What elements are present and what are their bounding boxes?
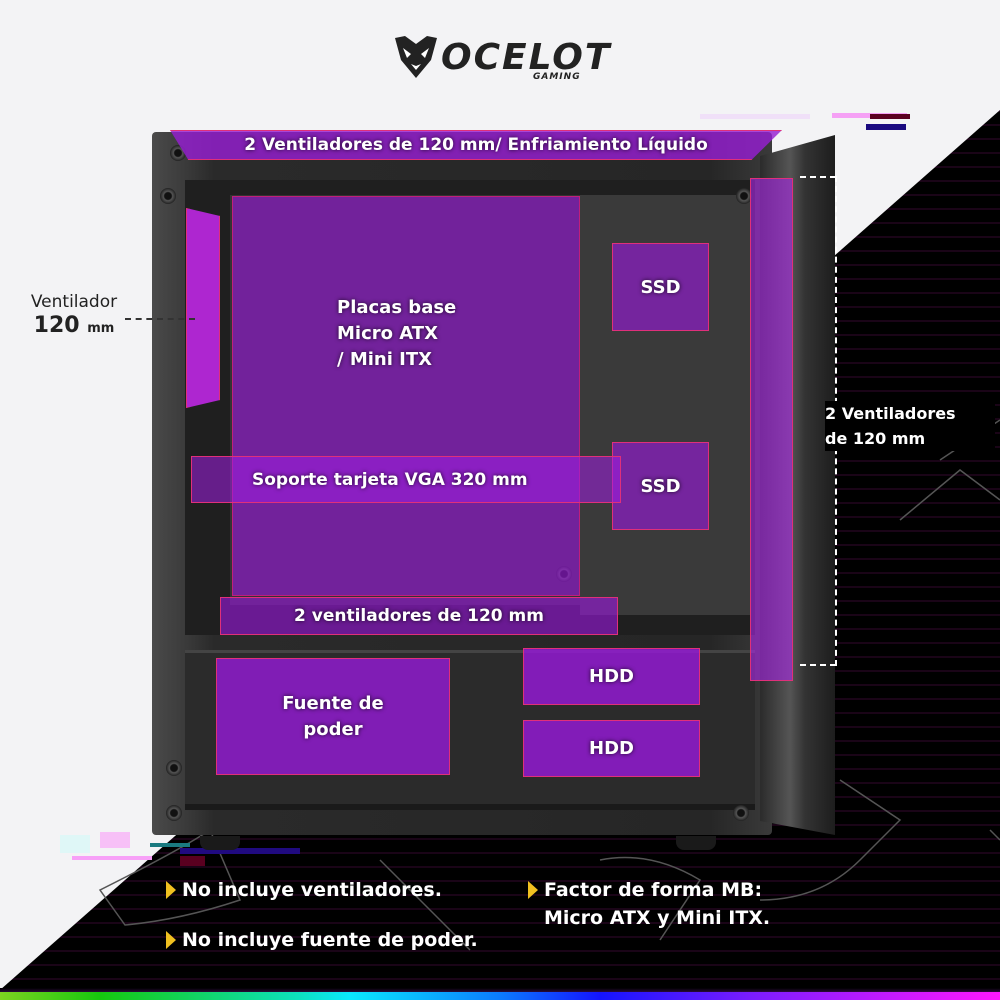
case-foot: [200, 836, 240, 850]
glitch-stripe: [870, 114, 910, 119]
yellow-triangle-bullet-icon: [528, 881, 538, 899]
front-fans-callout: 2 Ventiladores de 120 mm: [825, 401, 995, 451]
glitch-stripe: [180, 856, 205, 866]
motherboard-highlight: Placas base Micro ATX / Mini ITX: [232, 196, 580, 596]
psu-highlight: Fuente de poder: [216, 658, 450, 775]
glitch-stripe: [60, 835, 90, 853]
vga-support-label: Soporte tarjeta VGA 320 mm: [252, 469, 528, 490]
rear-fan-size-unit: mm: [87, 321, 115, 336]
feature-bullet: No incluye fuente de poder.: [166, 926, 478, 954]
hdd-label: HDD: [589, 666, 634, 687]
screw-icon: [166, 805, 182, 821]
feature-text: Micro ATX y Mini ITX.: [544, 907, 771, 929]
glitch-stripe: [72, 856, 152, 860]
rear-fan-callout: Ventilador 120 mm: [24, 291, 124, 342]
rear-fan-callout-title: Ventilador: [30, 292, 118, 312]
hdd-label: HDD: [589, 738, 634, 759]
bottom-fans-label: 2 ventiladores de 120 mm: [294, 606, 544, 626]
glitch-stripe: [180, 848, 300, 854]
ssd-bay-highlight: SSD: [612, 442, 709, 530]
bottom-accent-shadow: [0, 988, 1000, 992]
yellow-triangle-bullet-icon: [166, 931, 176, 949]
rear-fan-leader-line: [125, 318, 195, 320]
feature-text: No incluye fuente de poder.: [182, 929, 478, 951]
ssd-bay-highlight: SSD: [612, 243, 709, 331]
hdd-bay-highlight: HDD: [523, 648, 700, 705]
feature-bullet: Factor de forma MB: Micro ATX y Mini ITX…: [528, 876, 770, 932]
hdd-bay-highlight: HDD: [523, 720, 700, 777]
screw-icon: [736, 188, 752, 204]
feature-bullet: No incluye ventiladores.: [166, 876, 442, 904]
front-fans-bracket-bottom: [800, 664, 836, 666]
screw-icon: [160, 188, 176, 204]
motherboard-label-line: / Mini ITX: [337, 349, 433, 370]
brand-logo: OCELOT GAMING: [393, 34, 612, 82]
glitch-stripe: [150, 843, 190, 847]
feature-text: Factor de forma MB:: [544, 879, 763, 901]
logo-wordmark: OCELOT: [441, 37, 612, 78]
psu-label-line: Fuente de: [282, 692, 384, 714]
glitch-stripe: [832, 113, 907, 118]
top-radiator-highlight: 2 Ventiladores de 120 mm/ Enfriamiento L…: [170, 130, 782, 160]
glitch-stripe: [700, 114, 810, 119]
glitch-stripe: [100, 832, 130, 848]
screw-icon: [733, 805, 749, 821]
front-fans-bracket-top: [800, 176, 836, 178]
rainbow-accent-bar: [0, 992, 1000, 1000]
screw-icon: [166, 760, 182, 776]
front-fans-highlight: [750, 178, 793, 681]
feature-text: No incluye ventiladores.: [182, 879, 442, 901]
glitch-stripe: [866, 124, 906, 130]
case-foot: [676, 836, 716, 850]
bottom-fans-highlight: 2 ventiladores de 120 mm: [220, 597, 618, 635]
yellow-triangle-bullet-icon: [166, 881, 176, 899]
front-fans-callout-line: 2 Ventiladores: [825, 404, 956, 423]
ssd-label: SSD: [640, 276, 681, 298]
top-radiator-label: 2 Ventiladores de 120 mm/ Enfriamiento L…: [244, 135, 708, 155]
rear-fan-callout-size: 120 mm: [24, 313, 124, 342]
psu-label-line: poder: [303, 718, 363, 740]
ssd-label: SSD: [640, 475, 681, 497]
logo-subtitle: GAMING: [533, 72, 581, 82]
motherboard-label-line: Placas base: [337, 297, 457, 318]
ocelot-head-icon: [395, 36, 437, 78]
vga-support-highlight: Soporte tarjeta VGA 320 mm: [191, 456, 621, 503]
front-fans-callout-line: de 120 mm: [825, 429, 926, 448]
motherboard-label-line: Micro ATX: [337, 323, 438, 344]
rear-fan-size-value: 120: [33, 313, 80, 338]
rear-fan-highlight: [186, 208, 220, 408]
